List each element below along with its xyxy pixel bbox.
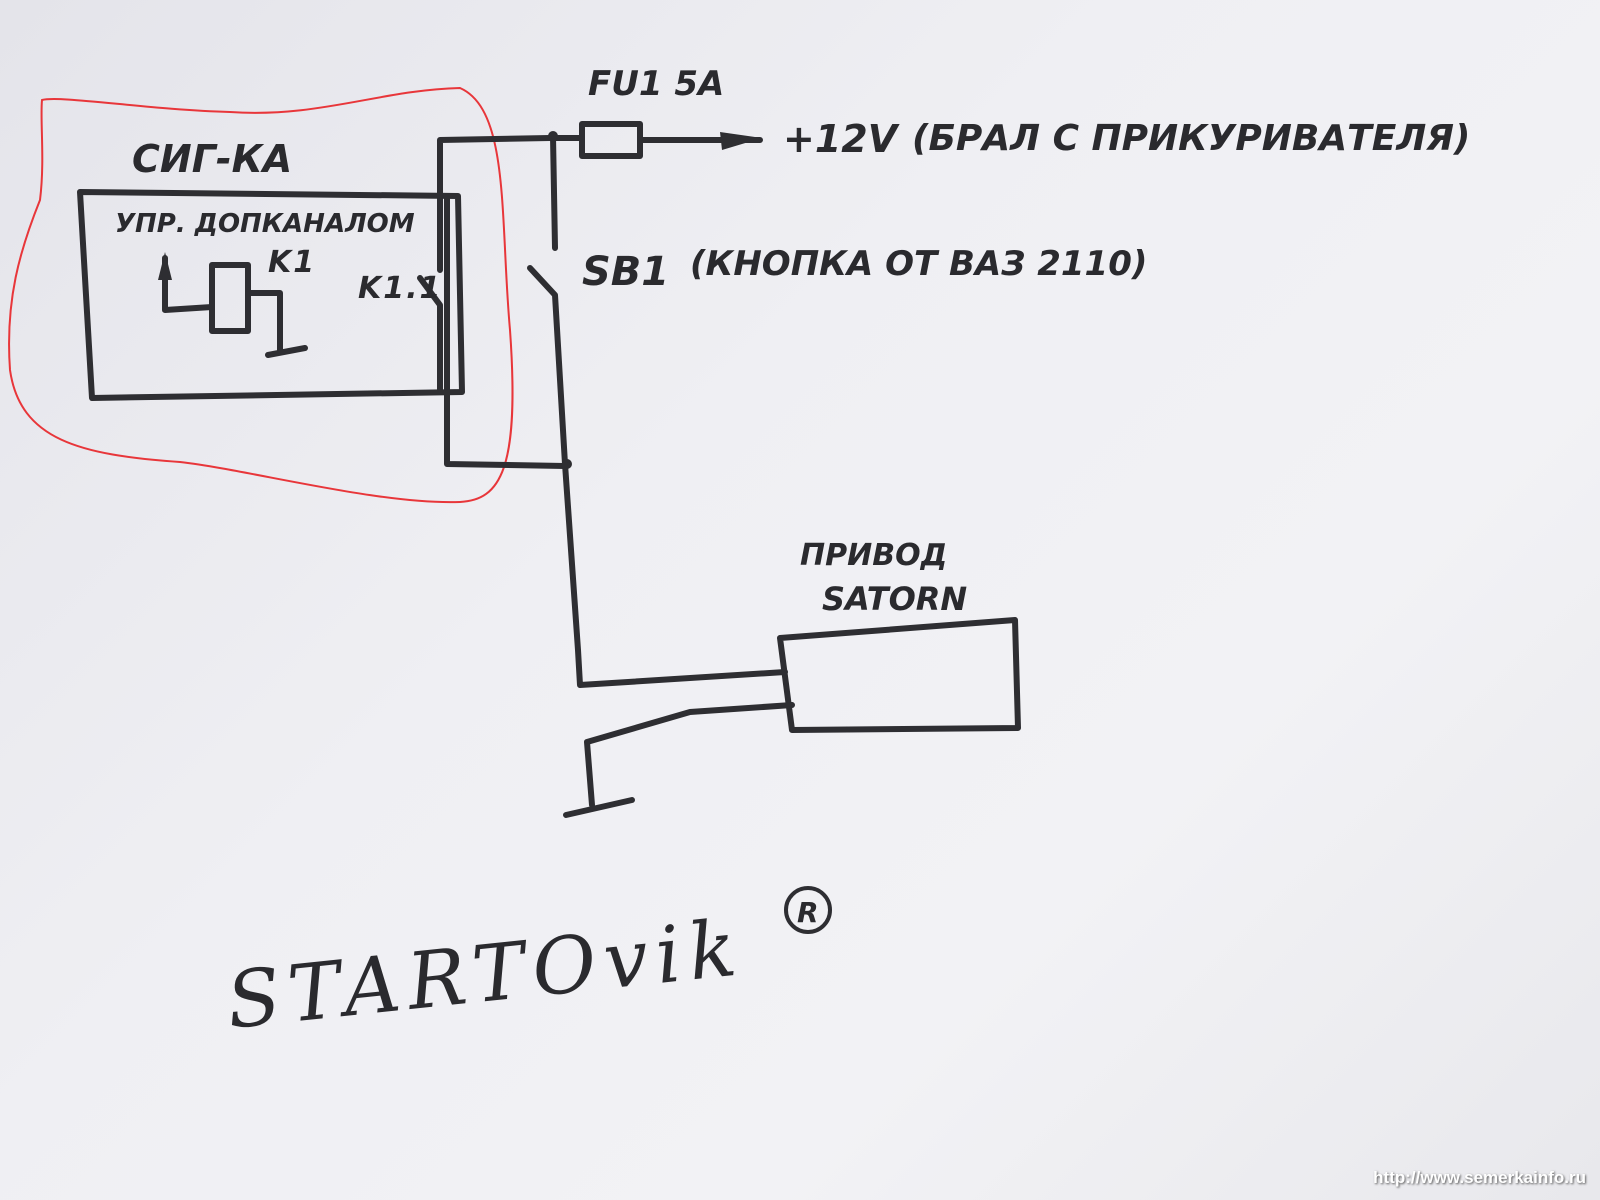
- alarm-unit-box: [77, 189, 465, 401]
- highlight-outline: [8, 86, 514, 504]
- aux-channel-label: УПР. ДОПКАНАЛОМ: [115, 209, 415, 239]
- signature: STARTOvik: [223, 903, 749, 1047]
- coil-arrow-wire: [162, 255, 215, 313]
- power-note: (БРАЛ С ПРИКУРИВАТЕЛЯ): [912, 118, 1470, 159]
- power-label: +12V: [783, 117, 900, 161]
- relay-contact-label: K1.1: [358, 271, 442, 306]
- arrow-right-icon: [720, 132, 762, 150]
- relay-coil-k1: [209, 262, 251, 334]
- actuator-label-line1: ПРИВОД: [800, 538, 947, 573]
- registered-mark-icon: [784, 886, 832, 934]
- fuse-fu1: [579, 121, 643, 159]
- alarm-label: СИГ-КА: [132, 137, 292, 181]
- arrow-up-icon: [158, 252, 172, 280]
- fuse-label: FU1 5A: [588, 64, 724, 104]
- ground-wire: [584, 702, 795, 808]
- switch-sb1: [527, 133, 568, 467]
- switch-label: SB1: [582, 249, 669, 295]
- watermark: http://www.semerkainfo.ru: [1373, 1168, 1586, 1187]
- coil-ground-wire: [245, 290, 308, 358]
- return-wire: [444, 195, 568, 469]
- relay-contact-k1-1: [417, 135, 553, 393]
- switch-note: (КНОПКА ОТ ВАЗ 2110): [690, 244, 1147, 284]
- actuator-wire: [562, 461, 788, 688]
- actuator-box: [777, 617, 1021, 733]
- ground-symbol: [563, 797, 635, 818]
- actuator-label-line2: SATORN: [822, 580, 967, 618]
- registered-mark: R: [797, 896, 819, 929]
- relay-coil-label: K1: [268, 245, 316, 280]
